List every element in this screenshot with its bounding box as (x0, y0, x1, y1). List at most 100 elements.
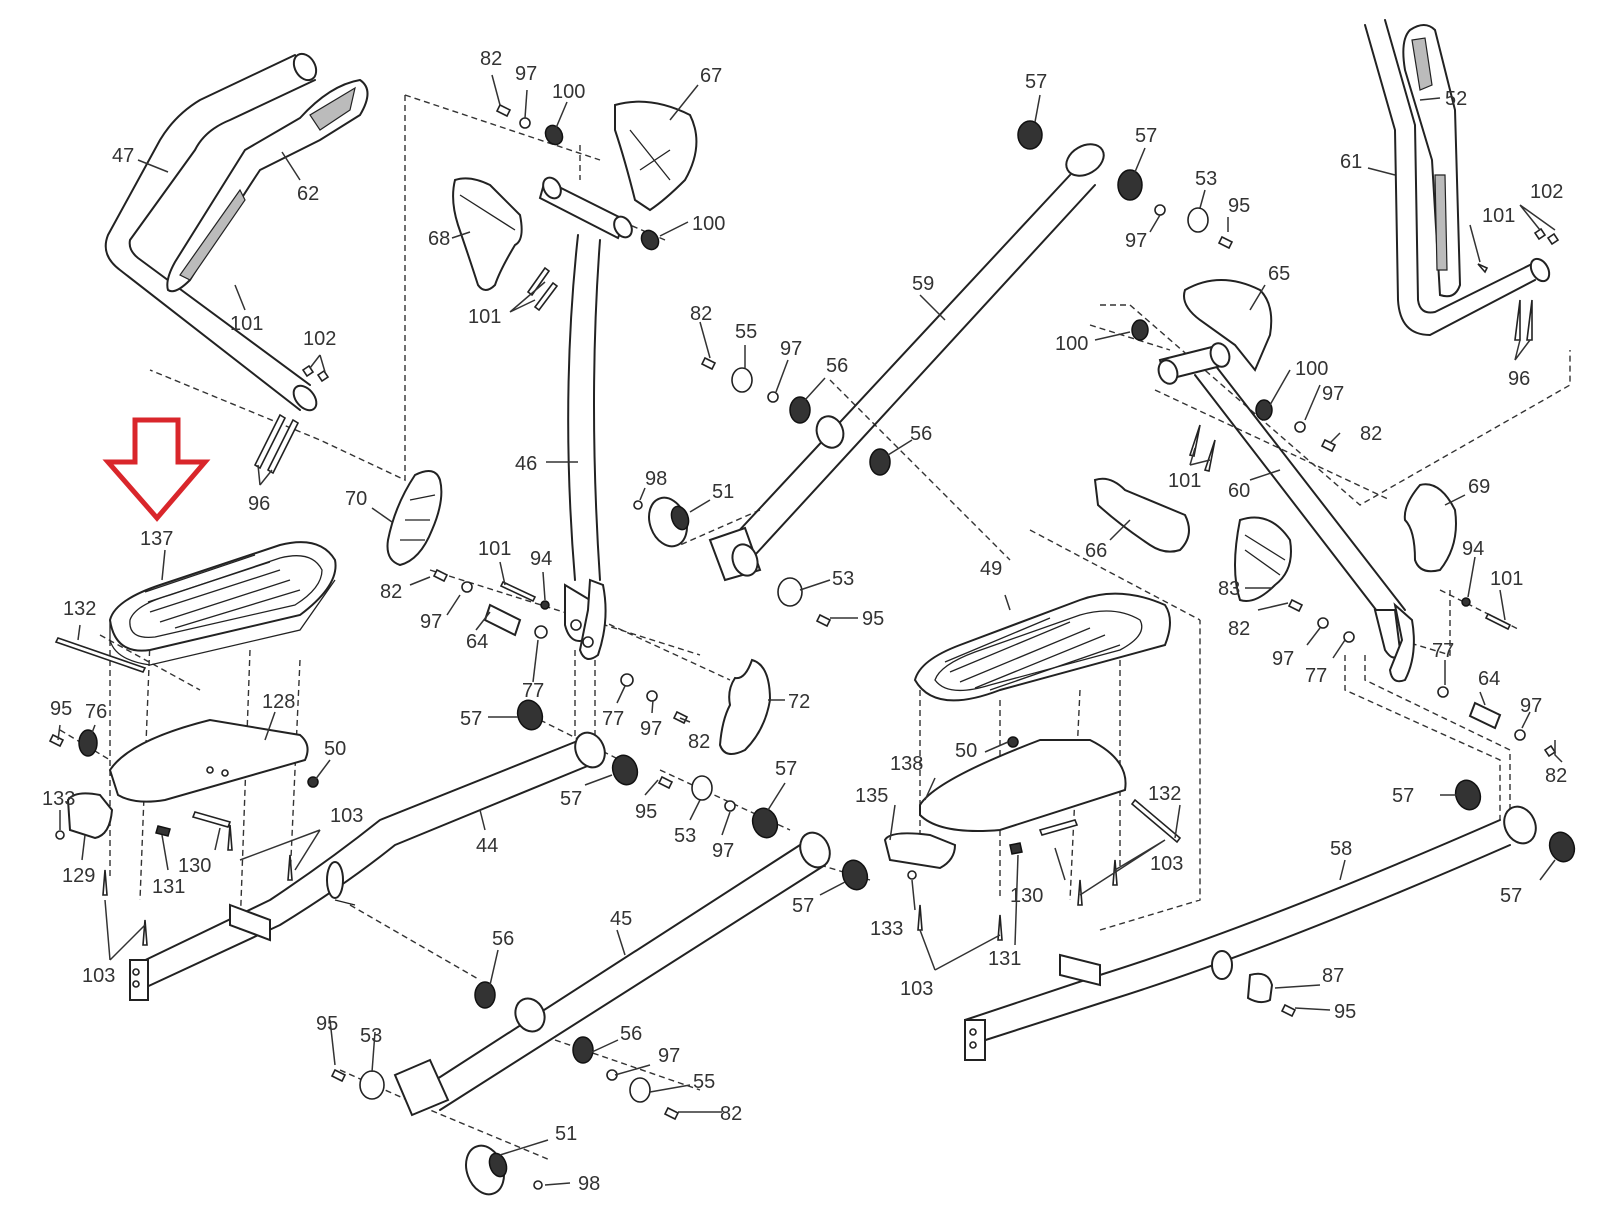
part-label: 101 (1168, 470, 1201, 492)
part-label: 97 (1520, 695, 1542, 717)
part-label: 100 (1295, 358, 1328, 380)
part-label: 53 (1195, 168, 1217, 190)
part-label: 97 (420, 611, 442, 633)
part-label: 101 (230, 313, 263, 335)
part-label: 97 (712, 840, 734, 862)
part-label: 45 (610, 908, 632, 930)
part-label: 103 (330, 805, 363, 827)
part-label: 61 (1340, 151, 1362, 173)
part-label: 53 (674, 825, 696, 847)
shroud-67 (614, 100, 698, 212)
part-label: 87 (1322, 965, 1344, 987)
part-label: 97 (1322, 383, 1344, 405)
part-label: 77 (522, 680, 544, 702)
lower-arm-58 (964, 779, 1576, 1061)
bearings-57-center (516, 699, 869, 891)
part-label: 130 (1010, 885, 1043, 907)
part-label part-label-137: 137 (140, 528, 173, 550)
part-label: 97 (658, 1045, 680, 1067)
part-label: 77 (1432, 640, 1454, 662)
part-label: 138 (890, 753, 923, 775)
part-label: 57 (792, 895, 814, 917)
part-label: 95 (50, 698, 72, 720)
shroud-72 (718, 658, 772, 755)
part-label: 77 (602, 708, 624, 730)
shroud-65 (1183, 279, 1273, 372)
part-label: 101 (478, 538, 511, 560)
part-label: 57 (1135, 125, 1157, 147)
hardware-82-97-100-top (495, 103, 660, 312)
part-label: 56 (826, 355, 848, 377)
part-label: 82 (690, 303, 712, 325)
part-label: 47 (112, 145, 134, 167)
part-label: 76 (85, 701, 107, 723)
part-label: 131 (152, 876, 185, 898)
part-label: 66 (1085, 540, 1107, 562)
pedal-plate-138 (919, 739, 1127, 832)
upright-arm-60 (1131, 319, 1415, 683)
part-label: 53 (832, 568, 854, 590)
pedal-49 (913, 592, 1171, 702)
part-label: 57 (775, 758, 797, 780)
part-label: 50 (324, 738, 346, 760)
part-label: 97 (515, 63, 537, 85)
part-label: 100 (1055, 333, 1088, 355)
callout-leaders (57, 74, 1563, 1186)
part-label: 64 (1478, 668, 1500, 690)
part-label: 95 (862, 608, 884, 630)
part-label: 97 (1272, 648, 1294, 670)
part-label: 50 (955, 740, 977, 762)
part-label: 95 (1334, 1001, 1356, 1023)
part-label: 56 (620, 1023, 642, 1045)
part-label: 82 (688, 731, 710, 753)
part-label: 56 (910, 423, 932, 445)
part-label: 96 (1508, 368, 1530, 390)
upper-arm-47 (104, 52, 318, 412)
lower-arm-44 (129, 731, 606, 1001)
part-label: 58 (1330, 838, 1352, 860)
part-label: 82 (1360, 423, 1382, 445)
arm-59 (633, 120, 1234, 628)
grip-52 (1402, 24, 1462, 298)
part-label: 70 (345, 488, 367, 510)
part-label: 82 (380, 581, 402, 603)
part-label: 132 (63, 598, 96, 620)
part-label: 57 (460, 708, 482, 730)
part-label: 51 (555, 1123, 577, 1145)
part-label: 94 (1462, 538, 1484, 560)
part-label: 69 (1468, 476, 1490, 498)
upright-arm-46 (538, 176, 633, 660)
pedal-plate-128 (108, 718, 309, 803)
part-label: 64 (466, 631, 488, 653)
pedal-137 (108, 541, 337, 666)
part-label: 59 (912, 273, 934, 295)
part-label: 94 (530, 548, 552, 570)
part-label: 102 (1530, 181, 1563, 203)
part-label: 55 (693, 1071, 715, 1093)
lower-arm-45 (330, 831, 831, 1196)
part-label: 103 (900, 978, 933, 1000)
part-label: 128 (262, 691, 295, 713)
part-label: 82 (1228, 618, 1250, 640)
part-label: 131 (988, 948, 1021, 970)
part-label: 56 (492, 928, 514, 950)
part-label: 52 (1445, 88, 1467, 110)
part-label: 96 (248, 493, 270, 515)
part-label: 57 (1392, 785, 1414, 807)
highlight-arrow-icon (102, 417, 211, 522)
part-label: 72 (788, 691, 810, 713)
part-label: 97 (640, 718, 662, 740)
part-label: 60 (1228, 480, 1250, 502)
part-label: 133 (42, 788, 75, 810)
part-label: 103 (1150, 853, 1183, 875)
part-label: 97 (780, 338, 802, 360)
hardware-right-middle (1287, 597, 1557, 758)
part-label: 102 (303, 328, 336, 350)
part-label: 57 (1500, 885, 1522, 907)
part-label: 82 (480, 48, 502, 70)
part-label: 101 (1490, 568, 1523, 590)
part-label: 103 (82, 965, 115, 987)
part-label: 49 (980, 558, 1002, 580)
part-label: 100 (692, 213, 725, 235)
